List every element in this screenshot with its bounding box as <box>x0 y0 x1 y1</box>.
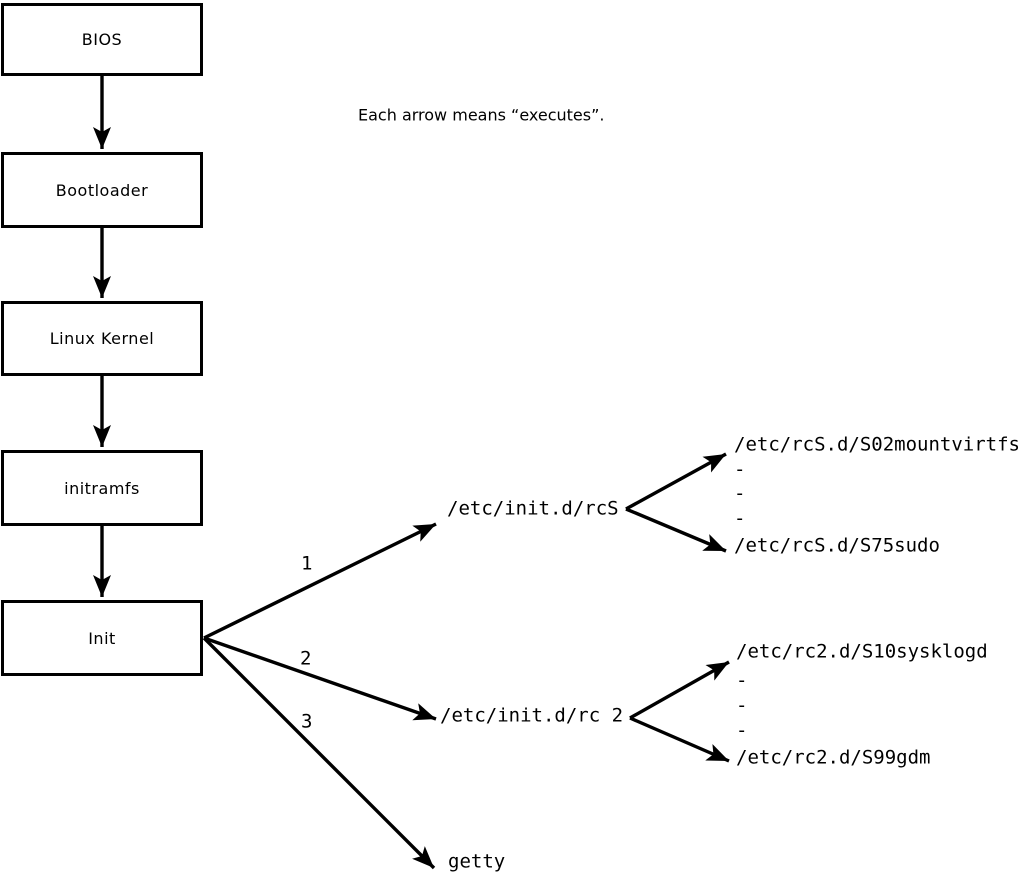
box-bootloader: Bootloader <box>1 152 203 228</box>
node-etc-init-d-rc2: /etc/init.d/rc 2 <box>440 704 624 727</box>
arrow-rc2-to-s99gdm <box>629 716 730 763</box>
leaf-rcs-ellipsis-3: - <box>734 507 746 530</box>
arrow-init-to-getty <box>202 636 436 870</box>
leaf-s75sudo: /etc/rcS.d/S75sudo <box>734 534 940 557</box>
node-etc-init-d-rcs: /etc/init.d/rcS <box>447 497 619 520</box>
box-init: Init <box>1 600 203 676</box>
box-bios: BIOS <box>1 3 203 76</box>
arrow-init-to-rc2 <box>203 636 437 721</box>
box-bios-label: BIOS <box>81 30 123 49</box>
box-initramfs: initramfs <box>1 450 203 526</box>
leaf-s10sysklogd: /etc/rc2.d/S10sysklogd <box>736 640 988 663</box>
leaf-s02mountvirtfs: /etc/rcS.d/S02mountvirtfs <box>734 433 1020 456</box>
edge-label-1: 1 <box>301 552 313 575</box>
leaf-s99gdm: /etc/rc2.d/S99gdm <box>736 746 931 769</box>
node-getty: getty <box>448 850 506 873</box>
arrow-init-to-rcs <box>203 522 437 640</box>
leaf-rcs-ellipsis-1: - <box>734 458 746 481</box>
arrow-rc2-to-s10sysklogd <box>629 660 730 720</box>
box-initramfs-label: initramfs <box>64 478 140 498</box>
arrow-rcs-to-s02mountvirtfs <box>625 452 727 511</box>
caption-arrow-meaning: Each arrow means “executes”. <box>358 105 605 125</box>
edge-label-2: 2 <box>300 647 312 670</box>
edge-label-3: 3 <box>301 710 313 733</box>
arrow-rcs-to-s75sudo <box>625 507 727 553</box>
box-init-label: Init <box>88 628 116 648</box>
box-bootloader-label: Bootloader <box>55 180 149 200</box>
leaf-rc2-ellipsis-1: - <box>736 669 748 692</box>
leaf-rc2-ellipsis-2: - <box>736 694 748 717</box>
box-linux-kernel: Linux Kernel <box>1 301 203 376</box>
leaf-rc2-ellipsis-3: - <box>736 719 748 742</box>
box-linux-kernel-label: Linux Kernel <box>49 329 155 348</box>
leaf-rcs-ellipsis-2: - <box>734 482 746 505</box>
